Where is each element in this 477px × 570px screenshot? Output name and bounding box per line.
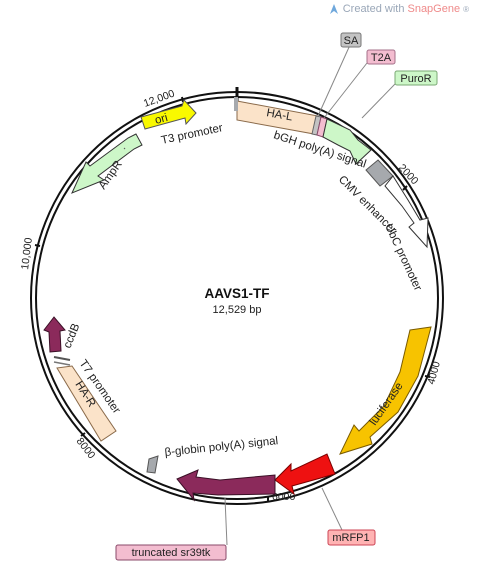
ha-l-end-marker <box>234 97 238 111</box>
callout-lines <box>224 44 396 546</box>
tick-label-6000: 6000 <box>272 491 296 503</box>
position-ticks <box>34 96 431 502</box>
truncated-sr39tk-feature[interactable] <box>176 469 276 502</box>
beta-globin-polya-feature[interactable] <box>146 455 159 474</box>
ori-label: ori <box>154 112 169 127</box>
beta-globin-polya-label: β-globin poly(A) signal <box>164 435 279 459</box>
t2a-tag-label: T2A <box>371 52 392 64</box>
truncated-sr39tk-tag-label: truncated sr39tk <box>132 547 211 559</box>
luciferase-feature[interactable] <box>339 326 432 455</box>
tick-label-10000: 10,000 <box>19 237 35 270</box>
ori-feature[interactable] <box>140 99 197 130</box>
ampr-marker <box>123 147 127 151</box>
plasmid-name: AAVS1-TF <box>204 286 269 301</box>
bgh-polya-feature[interactable] <box>365 159 394 187</box>
mrfp1-tag[interactable]: mRFP1 <box>327 529 376 546</box>
puror-tag[interactable]: PuroR <box>394 70 438 86</box>
watermark-brand: SnapGene <box>407 3 461 15</box>
watermark-prefix: Created with <box>342 3 405 15</box>
ha-l-label: HA-L <box>265 107 293 123</box>
t2a-tag[interactable]: T2A <box>366 49 396 65</box>
ccdb-feature[interactable] <box>43 316 66 353</box>
mrfp1-tag-label: mRFP1 <box>332 532 369 544</box>
t7-promoter-marker <box>53 356 71 361</box>
watermark-suffix: ® <box>463 4 469 14</box>
mrfp1-feature[interactable] <box>274 453 336 496</box>
t3-promoter-label: T3 promoter <box>160 122 224 147</box>
snapgene-logo-icon <box>329 4 338 14</box>
sa-tag[interactable]: SA <box>340 32 362 48</box>
ccdb-label: ccdB <box>62 322 83 351</box>
plasmid-length: 12,529 bp <box>213 304 262 316</box>
tick-label-4000: 4000 <box>425 360 443 386</box>
ha-r-feature[interactable] <box>56 365 117 442</box>
watermark: Created with SnapGene® <box>328 3 469 15</box>
ubc-promoter-feature[interactable] <box>384 175 429 249</box>
truncated-sr39tk-tag[interactable]: truncated sr39tk <box>115 544 227 561</box>
puror-feature[interactable] <box>322 118 372 165</box>
sa-tag-label: SA <box>344 35 359 47</box>
puror-tag-label: PuroR <box>400 73 431 85</box>
